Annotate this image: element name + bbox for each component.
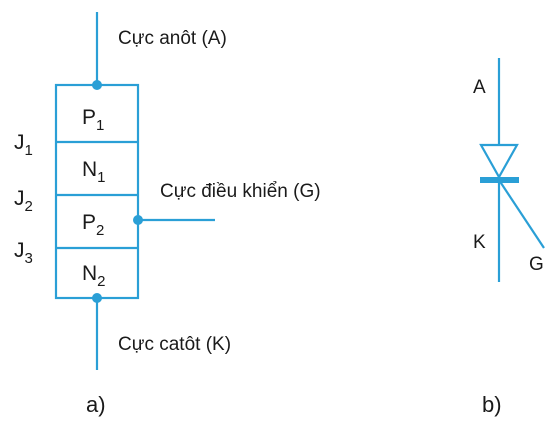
layer-label-n1: N1 bbox=[82, 158, 106, 186]
caption-b: b) bbox=[482, 392, 502, 417]
terminal-dots bbox=[92, 80, 143, 303]
gate-dot bbox=[133, 215, 143, 225]
caption-a: a) bbox=[86, 392, 106, 417]
symbol-cathode-letter: K bbox=[473, 232, 486, 253]
scr-symbol bbox=[479, 58, 545, 282]
symbol-gate-lead bbox=[498, 179, 545, 249]
gate-label: Cực điều khiển (G) bbox=[160, 181, 321, 202]
junction-label-j1: J1 bbox=[14, 131, 33, 159]
symbol-anode-letter: A bbox=[473, 77, 486, 98]
junction-label-j2: J2 bbox=[14, 187, 33, 215]
junction-label-j3: J3 bbox=[14, 239, 33, 267]
cathode-label: Cực catôt (K) bbox=[118, 334, 231, 355]
layer-label-p1: P1 bbox=[82, 106, 104, 134]
symbol-gate-letter: G bbox=[529, 254, 544, 275]
diode-triangle bbox=[479, 143, 519, 180]
cathode-dot bbox=[92, 293, 102, 303]
anode-dot bbox=[92, 80, 102, 90]
layer-label-p2: P2 bbox=[82, 211, 104, 239]
anode-label: Cực anôt (A) bbox=[118, 28, 227, 49]
layer-label-n2: N2 bbox=[82, 262, 106, 290]
